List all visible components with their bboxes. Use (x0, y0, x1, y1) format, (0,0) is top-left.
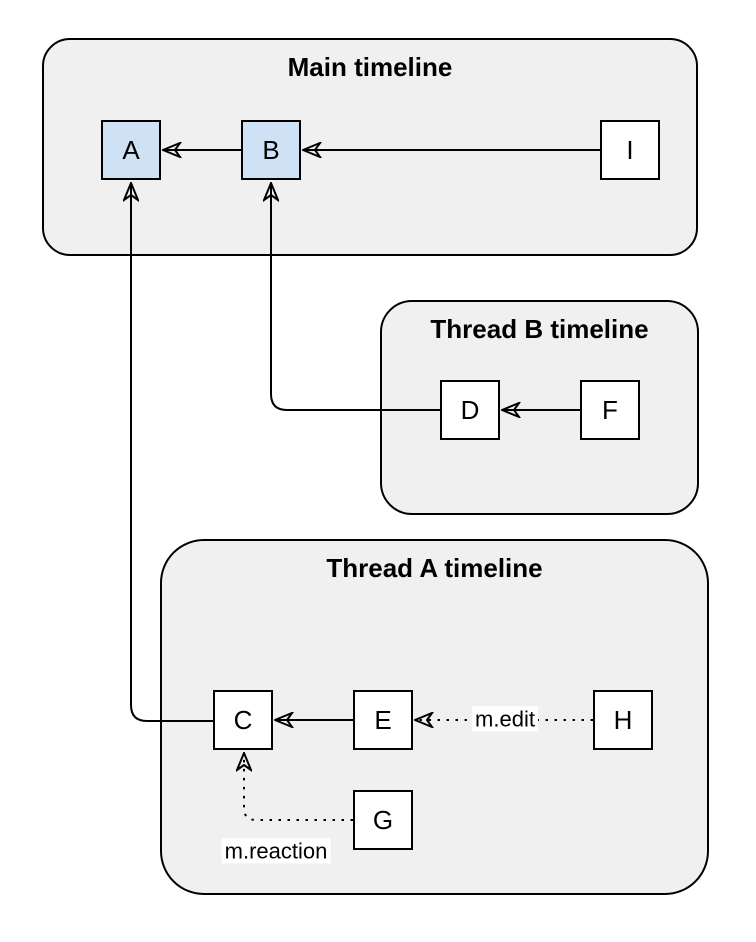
node-g: G (353, 790, 413, 850)
group-thread-a-timeline-title: Thread A timeline (326, 553, 543, 583)
node-h: H (593, 690, 653, 750)
edge-label-m-reaction: m.reaction (221, 838, 331, 864)
node-f: F (580, 380, 640, 440)
node-e: E (353, 690, 413, 750)
group-main-timeline-title: Main timeline (287, 52, 453, 82)
edge-label-m-edit: m.edit (472, 706, 538, 732)
node-a: A (101, 120, 161, 180)
group-thread-b-timeline-title: Thread B timeline (430, 314, 649, 344)
node-c: C (213, 690, 273, 750)
node-b: B (241, 120, 301, 180)
node-i: I (600, 120, 660, 180)
group-thread-b-timeline: Thread B timeline (380, 300, 699, 515)
node-d: D (440, 380, 500, 440)
